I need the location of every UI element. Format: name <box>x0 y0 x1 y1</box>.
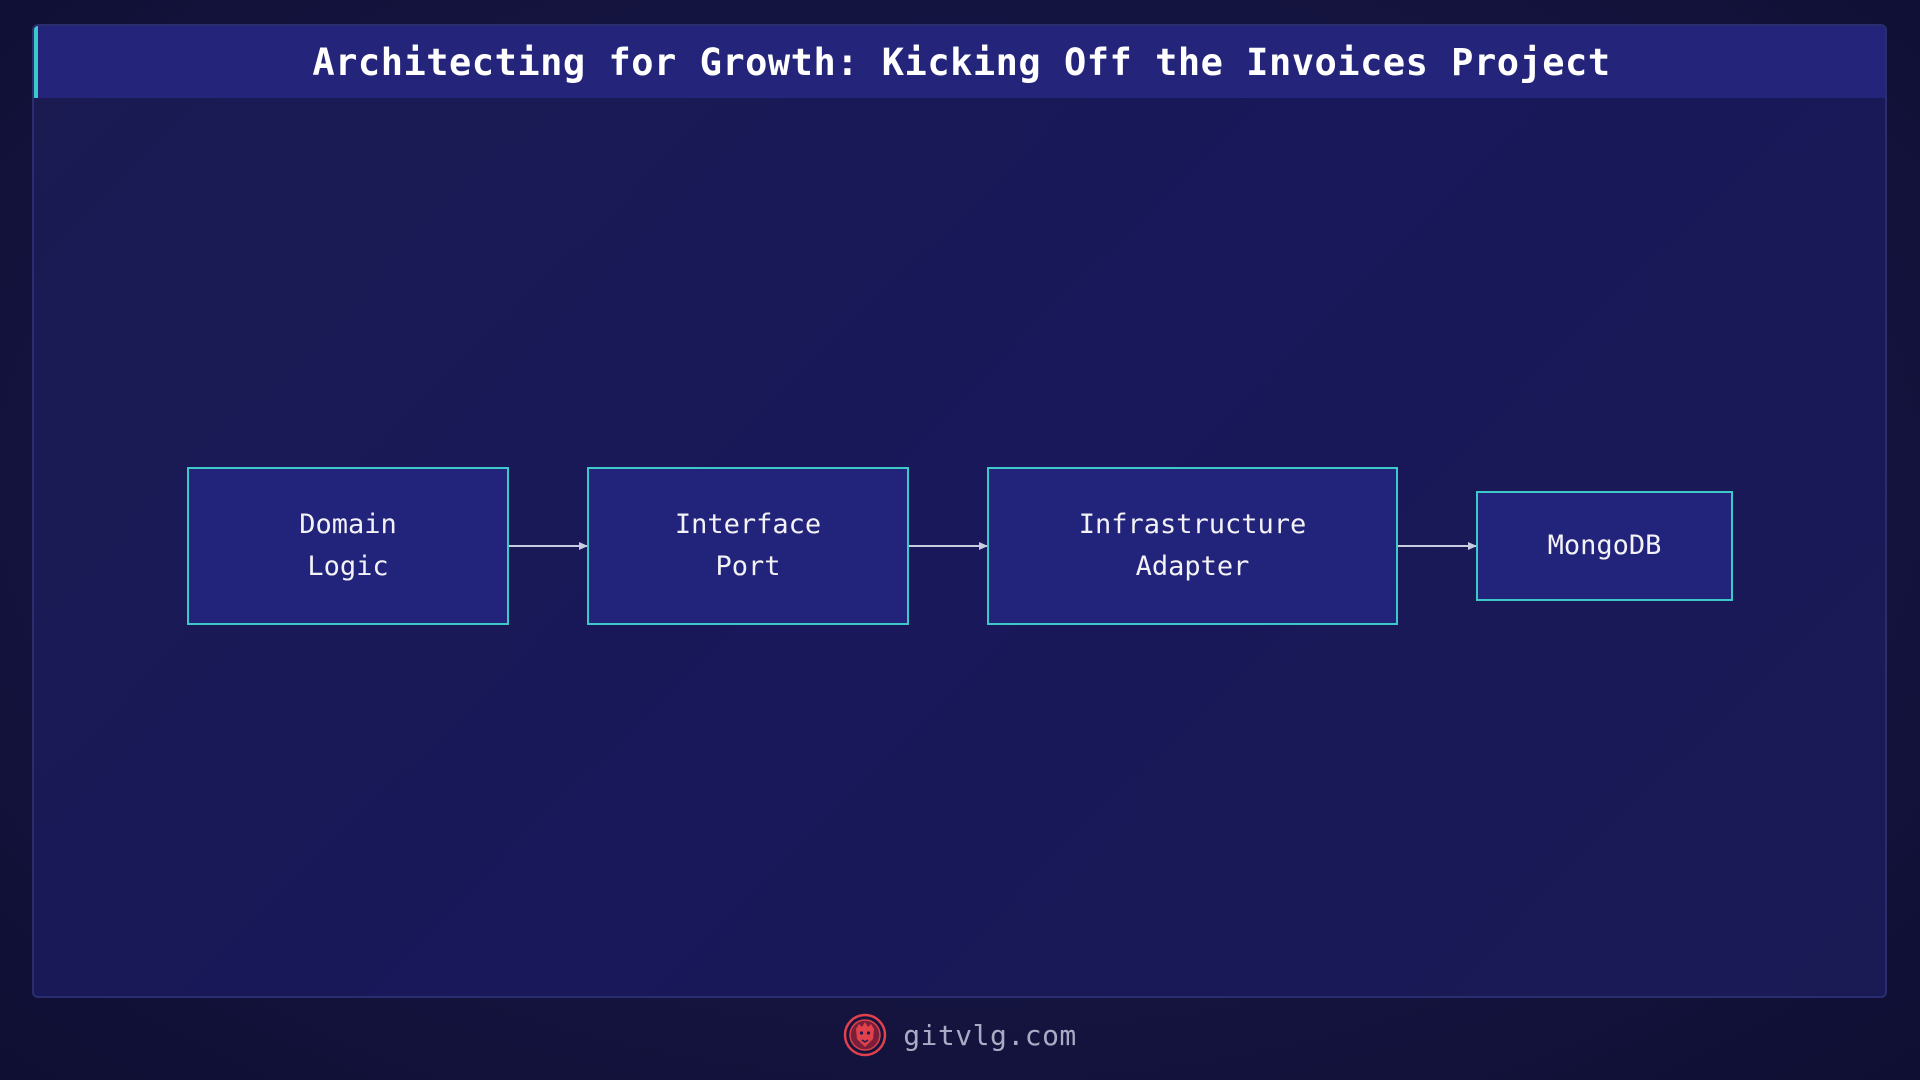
page-title: Architecting for Growth: Kicking Off the… <box>312 40 1611 84</box>
node-infrastructure-adapter: Infrastructure Adapter <box>987 467 1398 625</box>
lion-head-icon <box>843 1013 887 1057</box>
node-domain-logic: Domain Logic <box>187 467 509 625</box>
node-label: MongoDB <box>1547 530 1662 561</box>
footer: gitvlg.com <box>0 1010 1920 1060</box>
node-label: Infrastructure Adapter <box>1078 509 1307 582</box>
node-label: Domain Logic <box>299 509 397 582</box>
footer-site-link[interactable]: gitvlg.com <box>903 1018 1077 1052</box>
title-bar: Architecting for Growth: Kicking Off the… <box>34 26 1885 98</box>
node-label: Interface Port <box>674 509 822 582</box>
node-interface-port: Interface Port <box>587 467 909 625</box>
node-mongodb: MongoDB <box>1476 491 1733 601</box>
